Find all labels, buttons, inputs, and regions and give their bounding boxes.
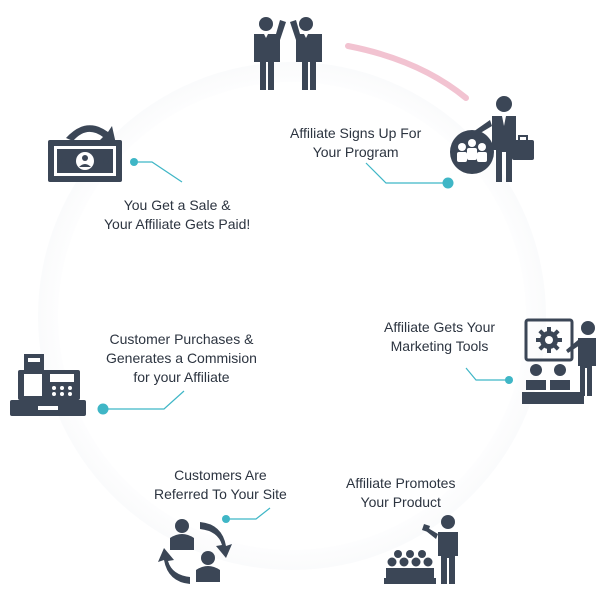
speaker-to-audience-icon bbox=[384, 515, 458, 584]
step-label-paid: You Get a Sale & Your Affiliate Gets Pai… bbox=[104, 197, 251, 232]
step-label-referred: Customers Are Referred To Your Site bbox=[154, 467, 287, 502]
high-five-icon bbox=[254, 17, 322, 90]
referral-cycle-icon bbox=[158, 519, 232, 584]
step-label-promotes: Affiliate Promotes Your Product bbox=[346, 475, 456, 510]
presenter-with-team-icon bbox=[450, 96, 534, 182]
cash-register-icon bbox=[10, 354, 86, 416]
step-label-marketing-tools: Affiliate Gets Your Marketing Tools bbox=[384, 319, 496, 354]
step-label-purchase: Customer Purchases & Generates a Commisi… bbox=[106, 331, 257, 385]
training-board-gear-icon bbox=[522, 318, 596, 404]
step-label-signup: Affiliate Signs Up For Your Program bbox=[290, 125, 422, 160]
money-transfer-icon bbox=[48, 125, 122, 182]
